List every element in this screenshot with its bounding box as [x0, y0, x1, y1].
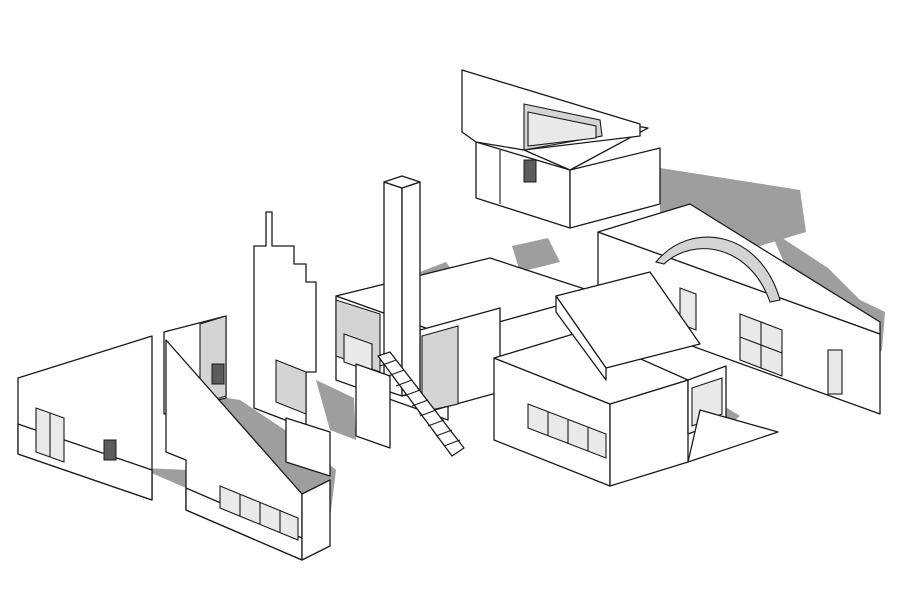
right-front-wing	[493, 271, 779, 487]
floating-volume-opening	[527, 111, 597, 147]
stair-treads	[379, 359, 461, 447]
left-wing	[17, 315, 331, 561]
arch-wing	[597, 203, 881, 415]
arch-wing-slot-window	[827, 349, 843, 395]
arch-wing-top-edge	[597, 203, 881, 335]
grid-transom	[739, 336, 783, 354]
floating-roof-volume	[461, 69, 661, 229]
stair-stringer	[377, 351, 465, 457]
central-side-shade	[421, 325, 459, 413]
chimney-side	[401, 181, 421, 397]
floating-volume-side-wall	[569, 147, 661, 229]
shadow-stair-tower	[316, 380, 356, 440]
left-wing-small-window	[103, 439, 117, 461]
right-wing-ground-slab	[687, 409, 779, 463]
stair-tower-wall	[355, 363, 391, 449]
shadow-central-roof	[512, 238, 560, 272]
chimney-top	[383, 175, 421, 189]
tower-base-block	[285, 417, 331, 477]
floating-volume-window	[523, 159, 537, 183]
left-wing-end-return	[301, 479, 331, 561]
stepped-tower	[253, 211, 331, 477]
chimney-and-stair	[355, 175, 465, 457]
arch-opening	[655, 236, 781, 303]
right-wing-roof-front	[555, 295, 607, 381]
stepped-tower-shade	[275, 359, 307, 415]
left-wing-panel-window	[211, 363, 225, 385]
arch-wing-door	[679, 287, 697, 331]
